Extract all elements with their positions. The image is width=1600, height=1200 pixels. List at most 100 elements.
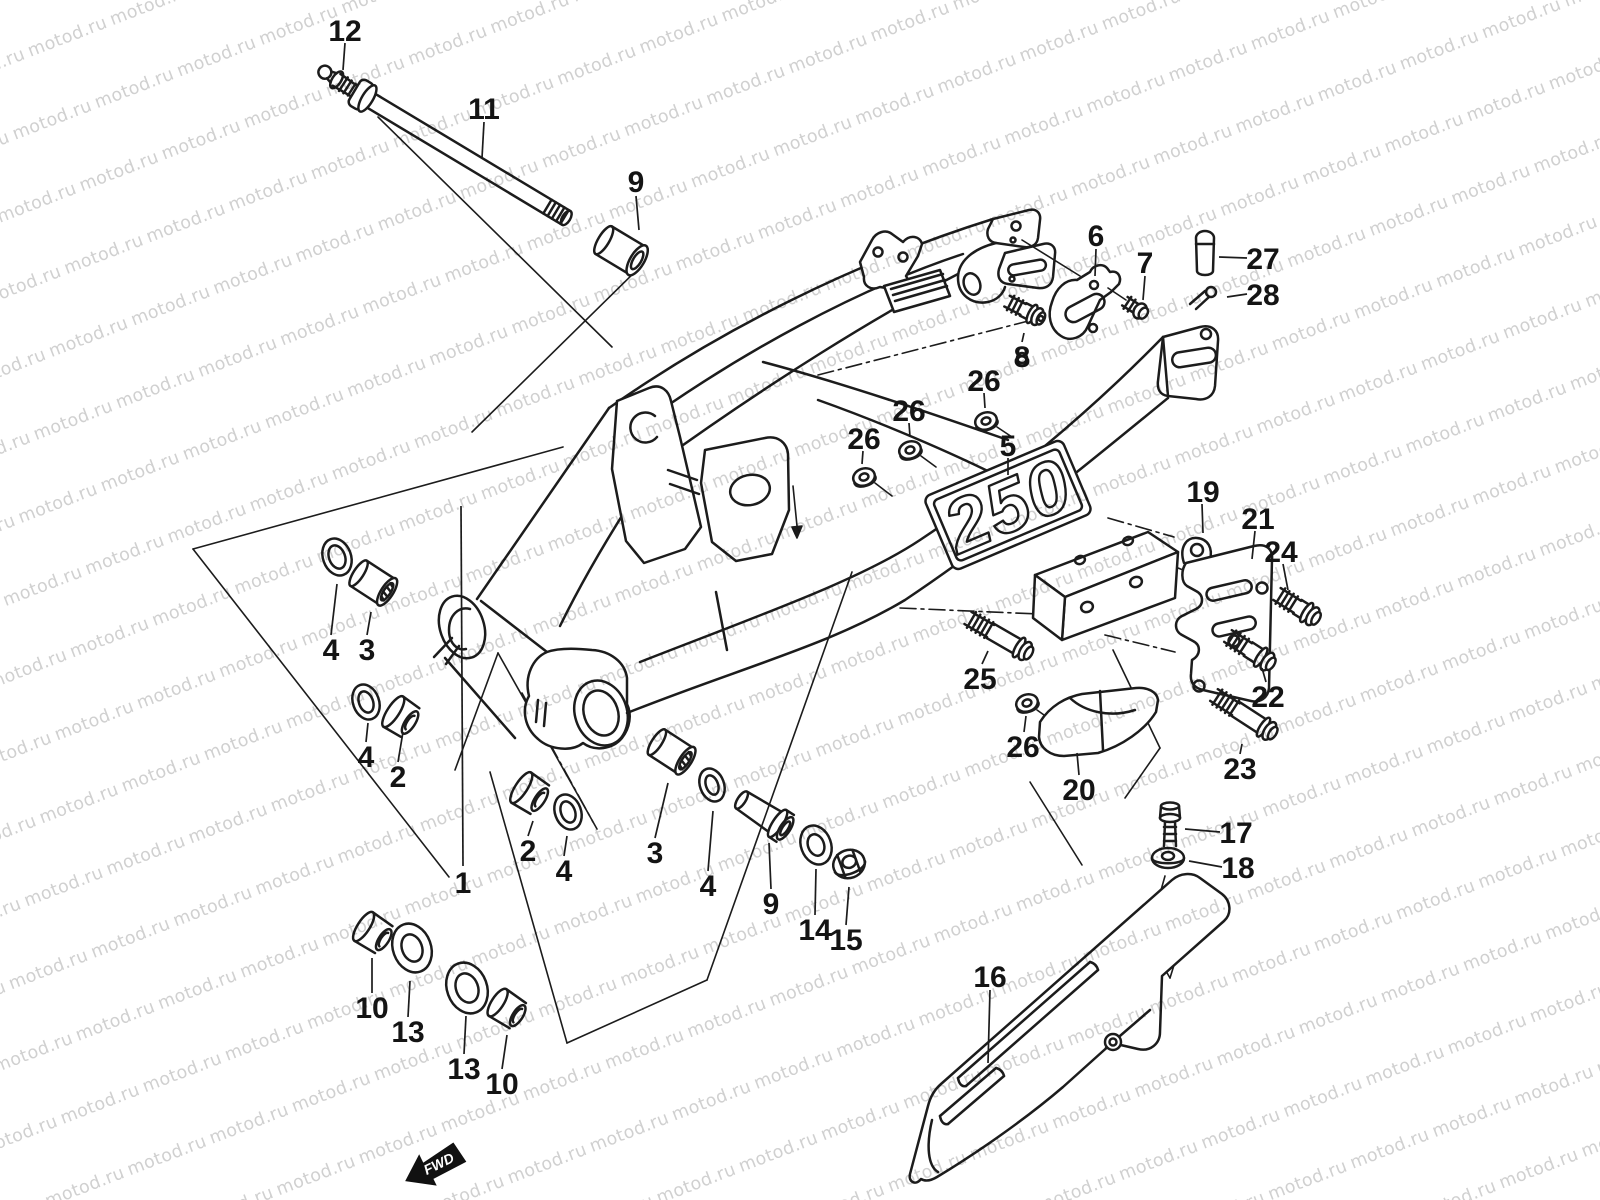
watermark-text: motod.ru xyxy=(1183,1188,1268,1200)
watermark-text: motod.ru xyxy=(487,0,572,38)
watermark-text: motod.ru xyxy=(98,448,183,497)
watermark-text: motod.ru xyxy=(58,1080,143,1129)
callout-leader-4 xyxy=(563,835,568,857)
watermark-text: motod.ru xyxy=(174,33,259,82)
watermark-text: motod.ru xyxy=(222,1017,307,1066)
watermark-text: motod.ru xyxy=(1326,825,1411,874)
watermark-text: motod.ru xyxy=(654,1160,739,1200)
watermark-text: motod.ru xyxy=(1171,421,1256,470)
part-number-28: 28 xyxy=(1246,279,1279,312)
watermark-text: motod.ru xyxy=(329,436,414,485)
watermark-text: motod.ru xyxy=(402,871,487,920)
part-number-10: 10 xyxy=(485,1068,518,1101)
bracket-tab-19 xyxy=(1181,536,1213,565)
watermark-text: motod.ru xyxy=(761,579,846,628)
callout-leader-20 xyxy=(1076,752,1080,776)
watermark-text: motod.ru xyxy=(237,934,322,983)
seal-4-a xyxy=(321,537,353,577)
part-number-12: 12 xyxy=(328,15,361,48)
part-number-4: 4 xyxy=(700,870,717,903)
watermark-text: motod.ru xyxy=(155,966,240,1015)
watermark-text: motod.ru xyxy=(308,136,393,185)
callout-leader-11 xyxy=(481,121,485,159)
watermark-text: motod.ru xyxy=(0,179,80,228)
watermark-text: motod.ru xyxy=(0,511,18,560)
callout-leader-15 xyxy=(845,886,850,926)
callout-leader-3 xyxy=(366,611,372,636)
watermark-text: motod.ru xyxy=(1460,927,1545,976)
watermark-text: motod.ru xyxy=(107,0,192,30)
watermark-text: motod.ru xyxy=(1110,753,1195,802)
watermark-text: motod.ru xyxy=(293,219,378,268)
watermark-text: motod.ru xyxy=(1454,544,1539,593)
chain-guide xyxy=(908,872,1231,1184)
part-number-5: 5 xyxy=(1000,430,1017,463)
watermark-text: motod.ru xyxy=(1131,1054,1216,1103)
watermark-text: motod.ru xyxy=(770,113,855,162)
watermark-text: motod.ru xyxy=(1515,212,1600,261)
part-number-22: 22 xyxy=(1251,681,1284,714)
watermark-text: motod.ru xyxy=(92,64,177,113)
watermark-text: motod.ru xyxy=(457,156,542,205)
watermark-text: motod.ru xyxy=(268,768,353,817)
part-number-13: 13 xyxy=(447,1053,480,1086)
seal-4-c xyxy=(553,793,583,831)
watermark-text: motod.ru xyxy=(1378,959,1463,1008)
callout-leader-23 xyxy=(1239,743,1243,755)
watermark-text: motod.ru xyxy=(1013,868,1098,917)
watermark-text: motod.ru xyxy=(1594,1030,1600,1079)
watermark-text: motod.ru xyxy=(797,796,882,845)
hose-guide-bracket xyxy=(858,230,952,314)
watermark-text: motod.ru xyxy=(1536,513,1600,562)
watermark-text: motod.ru xyxy=(46,313,131,362)
watermark-text: motod.ru xyxy=(1049,1085,1134,1134)
bolt-8 xyxy=(1003,294,1047,327)
watermark-text: motod.ru xyxy=(919,132,1004,181)
spacer-9 xyxy=(733,790,796,844)
callout-leader-9 xyxy=(768,842,772,890)
seal-13-f xyxy=(444,961,490,1015)
watermark-text: motod.ru xyxy=(719,0,804,27)
watermark-text: motod.ru xyxy=(478,456,563,505)
callout-leader-4 xyxy=(365,722,369,743)
watermark-text: motod.ru xyxy=(535,974,620,1023)
part-number-17: 17 xyxy=(1219,817,1252,850)
watermark-text: motod.ru xyxy=(1552,430,1600,479)
watermark-text: motod.ru xyxy=(253,851,338,900)
watermark-text: motod.ru xyxy=(1512,1062,1597,1111)
part-number-9: 9 xyxy=(763,888,780,921)
watermark-text: motod.ru xyxy=(25,13,110,62)
watermark-text: motod.ru xyxy=(828,630,913,679)
part-number-27: 27 xyxy=(1246,243,1279,276)
callout-leader-2 xyxy=(397,731,404,763)
nut-stud-line xyxy=(920,455,937,468)
watermark-text: motod.ru xyxy=(359,270,444,319)
watermark-text: motod.ru xyxy=(1448,161,1533,210)
watermark-text: motod.ru xyxy=(1561,0,1600,12)
part-number-25: 25 xyxy=(963,663,996,696)
watermark-text: motod.ru xyxy=(1418,327,1503,376)
watermark-text: motod.ru xyxy=(52,697,137,746)
watermark-text: motod.ru xyxy=(812,713,897,762)
part-number-26: 26 xyxy=(1006,731,1039,764)
watermark-text: motod.ru xyxy=(1311,908,1396,957)
part-number-13: 13 xyxy=(391,1016,424,1049)
watermark-text: motod.ru xyxy=(216,634,301,683)
watermark-text: motod.ru xyxy=(1336,358,1421,407)
watermark-text: motod.ru xyxy=(1521,595,1600,644)
watermark-text: motod.ru xyxy=(1397,26,1482,75)
watermark-text: motod.ru xyxy=(1393,876,1478,925)
part-number-26: 26 xyxy=(847,423,880,456)
watermark-text: motod.ru xyxy=(755,196,840,245)
watermark-text: motod.ru xyxy=(1347,1125,1432,1174)
part-number-2: 2 xyxy=(390,761,407,794)
callout-leader-13 xyxy=(407,980,411,1018)
seal-4-d xyxy=(698,767,726,803)
flange-nut-26-c xyxy=(973,410,999,432)
watermark-text: motod.ru xyxy=(289,1069,374,1118)
watermark-text: motod.ru xyxy=(530,591,615,640)
callout-leader-10 xyxy=(501,1034,508,1070)
watermark-text: motod.ru xyxy=(864,848,949,897)
